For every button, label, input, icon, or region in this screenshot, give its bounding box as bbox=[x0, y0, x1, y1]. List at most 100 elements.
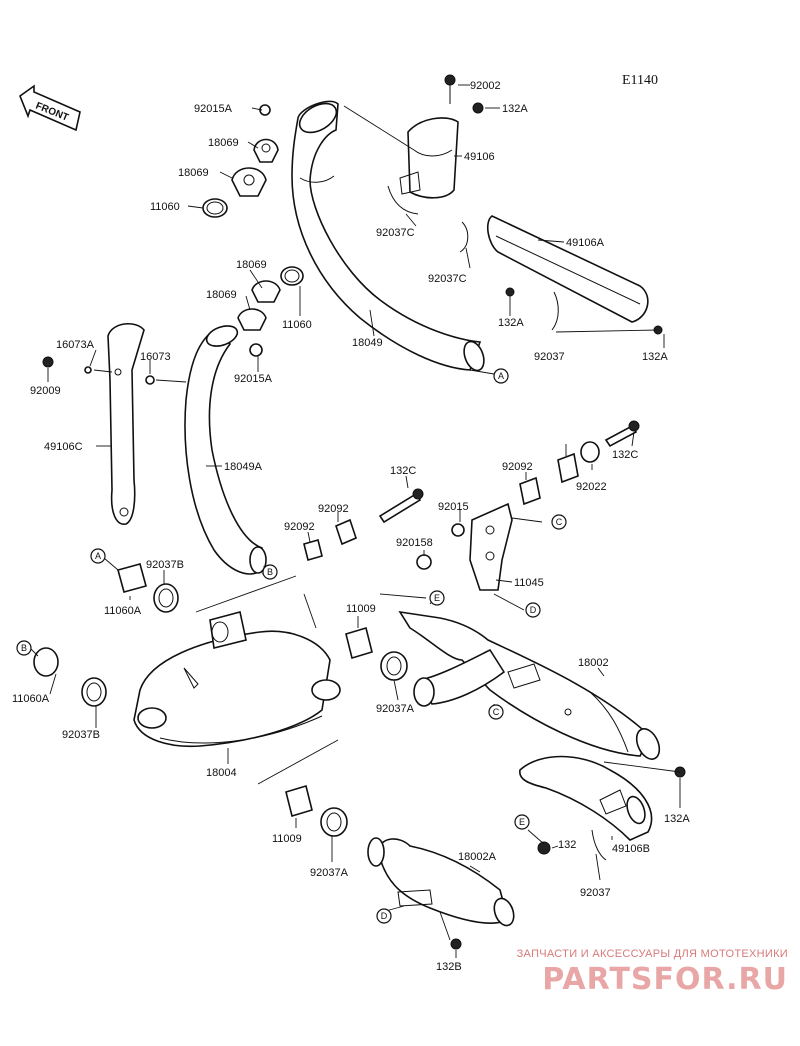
gasket-11060-mid bbox=[280, 266, 304, 286]
part-label: 11060A bbox=[104, 605, 142, 617]
flange-18069-a bbox=[253, 138, 279, 163]
part-label: 18069 bbox=[208, 137, 239, 149]
bolt-132C-right bbox=[604, 420, 640, 448]
part-label: 92015A bbox=[194, 103, 233, 115]
part-label: 132 bbox=[558, 839, 576, 851]
bolt-132A-top bbox=[472, 102, 484, 114]
callout-E-top-label: E bbox=[434, 593, 440, 603]
part-label: 132A bbox=[498, 317, 524, 329]
bolt-132A-mid bbox=[505, 287, 515, 297]
gasket-11009-a bbox=[345, 626, 373, 660]
part-label: 18004 bbox=[206, 767, 237, 779]
callout-C-bottom-label: C bbox=[493, 707, 500, 717]
muffler-18002A bbox=[367, 837, 515, 927]
bolt-132C-center bbox=[378, 488, 424, 524]
part-label: 18049 bbox=[352, 337, 383, 349]
part-label: 920158 bbox=[396, 537, 433, 549]
callout-D-top-label: D bbox=[530, 605, 537, 615]
part-label: 92037B bbox=[146, 559, 184, 571]
callout-D-top: D bbox=[525, 602, 541, 618]
damper-92092-a bbox=[335, 518, 357, 546]
part-label: 92037C bbox=[428, 273, 467, 285]
clamp-92037B-a bbox=[153, 583, 179, 613]
callout-D-bottom-label: D bbox=[381, 911, 388, 921]
part-label: 11060A bbox=[12, 693, 50, 705]
part-label: 16073A bbox=[56, 339, 95, 351]
damper-92092-b bbox=[303, 539, 323, 561]
flange-18069-b bbox=[231, 167, 267, 197]
clamp-92037A-a bbox=[380, 651, 408, 681]
collar-92015 bbox=[451, 523, 465, 537]
part-label: 132A bbox=[664, 813, 690, 825]
part-label: 49106C bbox=[44, 441, 83, 453]
callout-B-bottom: B bbox=[16, 640, 32, 656]
part-label: 92002 bbox=[470, 80, 501, 92]
callout-D-bottom: D bbox=[376, 908, 392, 924]
part-label: 92092 bbox=[318, 503, 349, 515]
part-label: 11060 bbox=[282, 319, 312, 331]
callout-C-top: C bbox=[551, 514, 567, 530]
callout-A-top-label: A bbox=[498, 371, 504, 381]
bolt-132B bbox=[450, 938, 462, 950]
washer-16073A bbox=[84, 366, 92, 374]
part-label: 92037 bbox=[534, 351, 565, 363]
callout-E-top: E bbox=[429, 590, 445, 606]
part-label: 92015A bbox=[234, 373, 273, 385]
callout-B-top-label: B bbox=[267, 567, 273, 577]
callout-C-top-label: C bbox=[556, 517, 563, 527]
leader-lines bbox=[29, 84, 681, 958]
part-label: 92037 bbox=[580, 887, 611, 899]
part-label: 18069 bbox=[206, 289, 237, 301]
watermark-tagline: ЗАПЧАСТИ И АКСЕССУАРЫ ДЛЯ МОТОТЕХНИКИ bbox=[516, 948, 788, 960]
damper-92092-c bbox=[519, 476, 541, 506]
watermark-logo: PARTSFOR.RU bbox=[542, 962, 788, 997]
bolt-92009 bbox=[42, 356, 54, 368]
callout-E-bottom: E bbox=[514, 814, 530, 830]
part-label: 92015 bbox=[438, 501, 469, 513]
collar-920158 bbox=[416, 554, 432, 570]
callout-C-bottom: C bbox=[488, 704, 504, 720]
part-label: 11009 bbox=[346, 603, 376, 615]
heat-guard-49106A bbox=[459, 215, 649, 331]
part-label: 92022 bbox=[576, 481, 607, 493]
part-label: 18069 bbox=[178, 167, 209, 179]
part-label: 92037C bbox=[376, 227, 415, 239]
part-label: 11060 bbox=[150, 201, 180, 213]
part-label: 132A bbox=[642, 351, 668, 363]
part-label: 92092 bbox=[284, 521, 315, 533]
flange-18069-c bbox=[251, 280, 281, 303]
part-label: 92092 bbox=[502, 461, 533, 473]
part-label: 18069 bbox=[236, 259, 267, 271]
part-label: 49106B bbox=[612, 843, 650, 855]
callout-B-bottom-label: B bbox=[21, 643, 27, 653]
part-labels: 92002 132A 49106 92037C 49106A 132A 132A… bbox=[12, 80, 690, 973]
gasket-11060A-a bbox=[117, 563, 147, 593]
part-label: 92037A bbox=[376, 703, 415, 715]
part-label: 49106 bbox=[464, 151, 495, 163]
nut-92015A-mid bbox=[249, 343, 263, 357]
part-label: 132A bbox=[502, 103, 528, 115]
gasket-11060-top bbox=[202, 198, 228, 218]
exhaust-pipe-18049A bbox=[184, 325, 267, 575]
part-label: 11045 bbox=[514, 577, 544, 589]
flange-18069-d bbox=[237, 308, 267, 331]
bolt-132 bbox=[537, 841, 551, 855]
part-label: 18002 bbox=[578, 657, 609, 669]
bolt-92002 bbox=[444, 74, 456, 104]
callout-A-bottom: A bbox=[90, 548, 106, 564]
heat-guard-49106B bbox=[519, 755, 653, 861]
callout-A-top: A bbox=[493, 368, 509, 384]
damper-92092-d bbox=[557, 452, 579, 484]
gasket-11009-b bbox=[285, 784, 313, 818]
part-label: 132C bbox=[612, 449, 638, 461]
muffler-18002 bbox=[398, 610, 661, 760]
heat-guard-49106 bbox=[387, 117, 459, 215]
clamp-92037B-b bbox=[81, 677, 107, 707]
part-label: 132B bbox=[436, 961, 462, 973]
part-label: 132C bbox=[390, 465, 416, 477]
washer-92022 bbox=[580, 441, 600, 463]
part-label: 18002A bbox=[458, 851, 497, 863]
part-label: 49106A bbox=[566, 237, 605, 249]
part-label: 92037A bbox=[310, 867, 349, 879]
